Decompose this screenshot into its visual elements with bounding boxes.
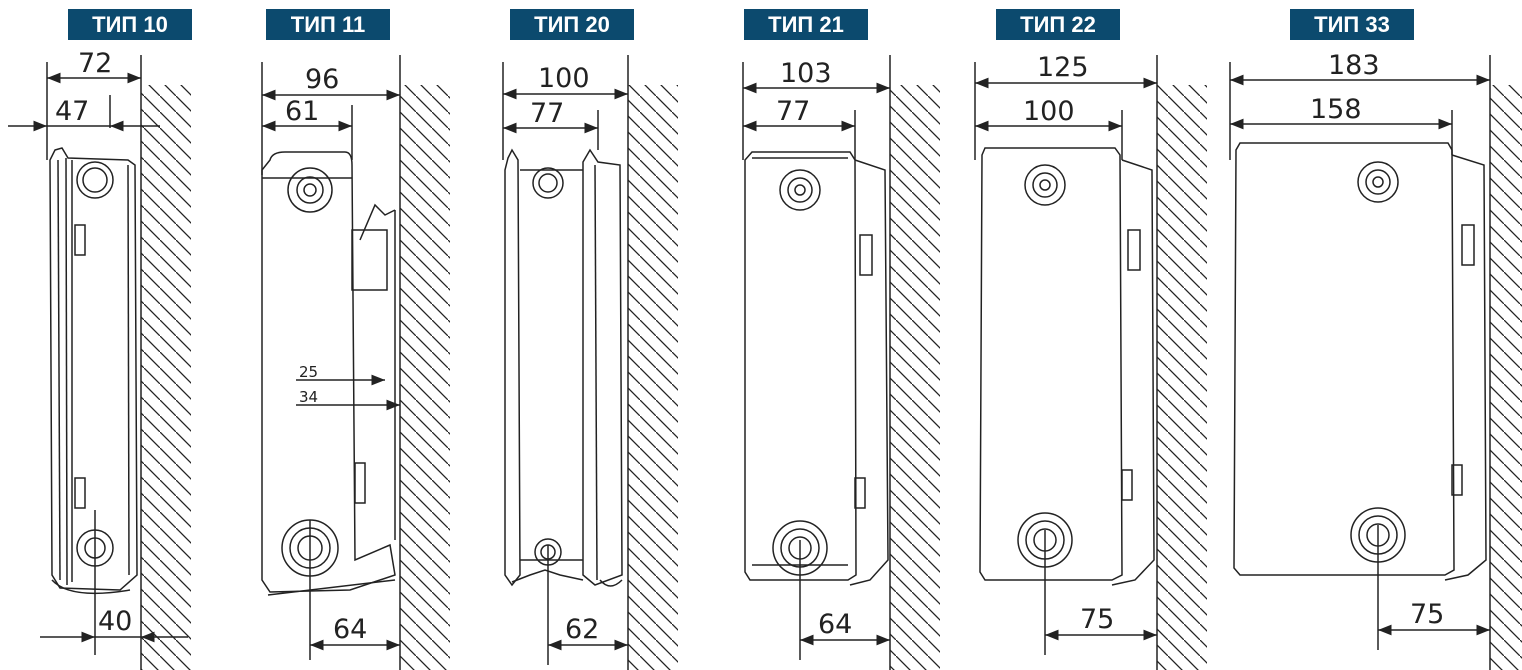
type-badge-33: ТИП 33 xyxy=(1290,9,1414,40)
rear-panel xyxy=(583,150,622,585)
type-badge-10: ТИП 10 xyxy=(68,9,192,40)
valve-bottom xyxy=(282,520,338,576)
valve-top xyxy=(77,162,113,198)
dim-overall-21: 103 xyxy=(780,58,832,89)
valve-bottom xyxy=(1018,513,1072,567)
radiator-type-11 xyxy=(262,55,450,670)
wall-hatch xyxy=(890,85,940,670)
wall-hatch xyxy=(1490,85,1522,670)
radiator-body xyxy=(745,152,856,580)
valve-top xyxy=(780,170,820,210)
radiator-type-20 xyxy=(503,55,678,670)
dim-inner-33: 158 xyxy=(1310,94,1362,125)
dim-bottom-22: 75 xyxy=(1080,604,1114,635)
type-badge-22: ТИП 22 xyxy=(996,9,1120,40)
dim-overall-33: 183 xyxy=(1328,50,1380,81)
dim-overall-11: 96 xyxy=(305,64,339,95)
dim-bottom-20: 62 xyxy=(565,614,599,645)
dim-bottom-33: 75 xyxy=(1410,599,1444,630)
wall-hatch xyxy=(400,85,450,670)
radiator-body xyxy=(980,148,1122,580)
dim-overall-20: 100 xyxy=(538,63,590,94)
dim-bracket-b-11: 34 xyxy=(299,388,318,406)
type-badge-20: ТИП 20 xyxy=(510,9,634,40)
valve-bottom xyxy=(773,521,827,575)
valve-bottom xyxy=(77,530,113,566)
dim-bottom-11: 64 xyxy=(333,614,367,645)
wall-hatch xyxy=(1157,85,1207,670)
type-badge-11: ТИП 11 xyxy=(266,9,390,40)
dim-bottom-21: 64 xyxy=(818,609,852,640)
radiator-type-10 xyxy=(8,55,191,670)
valve-top xyxy=(533,168,563,198)
dim-overall-22: 125 xyxy=(1037,52,1089,83)
dim-inner-22: 100 xyxy=(1023,96,1075,127)
front-panel xyxy=(505,150,520,585)
dim-overall-10: 72 xyxy=(78,48,112,79)
radiator-body xyxy=(50,148,137,590)
dim-inner-11: 61 xyxy=(285,96,319,127)
valve-top xyxy=(1358,162,1398,202)
radiator-type-33 xyxy=(1230,55,1522,670)
radiator-type-21 xyxy=(743,55,940,670)
dim-inner-21: 77 xyxy=(776,96,810,127)
radiator-body xyxy=(262,152,395,592)
dim-inner-20: 77 xyxy=(530,98,564,129)
wall-hatch xyxy=(628,85,678,670)
wall-hatch xyxy=(141,85,191,670)
radiator-type-22 xyxy=(975,55,1207,670)
type-badge-21: ТИП 21 xyxy=(744,9,868,40)
valve-bottom xyxy=(535,539,561,565)
dim-inner-10: 47 xyxy=(55,96,89,127)
dim-bottom-10: 40 xyxy=(98,606,132,637)
radiator-body xyxy=(1234,143,1454,575)
valve-top xyxy=(1025,165,1065,205)
valve-top xyxy=(288,168,332,212)
dim-bracket-a-11: 25 xyxy=(299,363,318,381)
valve-bottom xyxy=(1351,508,1405,562)
